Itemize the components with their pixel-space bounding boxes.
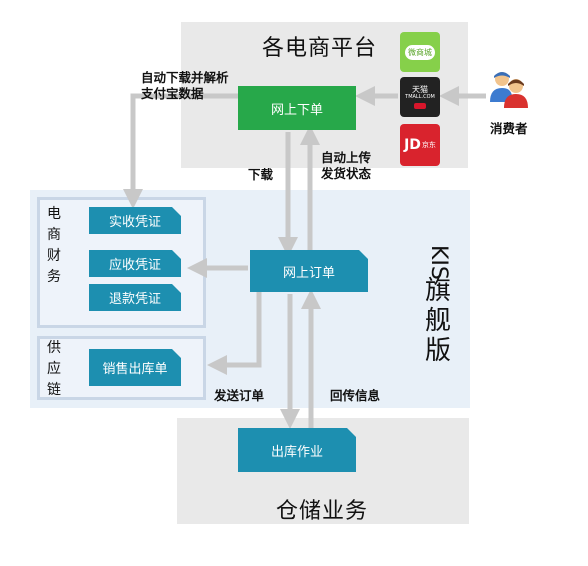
- wechat-bubble: 微商城: [405, 44, 435, 60]
- jd-icon: JD 京东: [400, 124, 440, 166]
- supply-label-char: 链: [47, 382, 61, 398]
- finance-label: 电 商 财 务: [45, 204, 63, 288]
- auto-upload-line: 自动上传: [321, 150, 372, 165]
- supply-label-char: 应: [47, 361, 61, 377]
- online-order-box: 网上下单: [238, 86, 356, 130]
- send-order-label: 发送订单: [214, 388, 265, 403]
- auto-upload-line: 发货状态: [321, 166, 372, 181]
- warehouse-outbound-box: 出库作业: [238, 428, 356, 472]
- auto-download-line: 支付宝数据: [141, 86, 204, 101]
- finance-item-received: 实收凭证: [89, 207, 181, 234]
- finance-label-char: 电: [47, 206, 61, 222]
- platforms-title: 各电商平台: [262, 36, 378, 61]
- kis-title-part: 版: [424, 336, 451, 366]
- arrow-order-to-supply: [207, 292, 262, 375]
- finance-item-receivable: 应收凭证: [89, 250, 181, 277]
- jd-sub: 京东: [421, 141, 436, 149]
- finance-label-char: 务: [47, 269, 61, 285]
- finance-label-char: 财: [47, 248, 61, 264]
- auto-download-label: 自动下载并解析 支付宝数据: [141, 70, 229, 102]
- tmall-icon: 天猫 TMALL.COM: [400, 77, 440, 117]
- tmall-label: 天猫: [412, 85, 428, 94]
- return-info-label: 回传信息: [330, 388, 381, 403]
- warehouse-title: 仓储业务: [276, 499, 369, 524]
- kis-online-order-box: 网上订单: [250, 250, 368, 292]
- kis-title-part: 旗: [424, 276, 451, 306]
- kis-title: KIS 旗 舰 版: [422, 245, 454, 366]
- auto-upload-label: 自动上传 发货状态: [321, 150, 371, 182]
- supply-label: 供 应 链: [45, 338, 63, 401]
- consumer-label: 消费者: [490, 121, 528, 136]
- arrow-order-to-finance: [123, 93, 238, 209]
- download-label: 下载: [248, 167, 274, 182]
- tmall-sub: TMALL.COM: [405, 94, 435, 100]
- finance-item-refund: 退款凭证: [89, 284, 181, 311]
- auto-download-line: 自动下载并解析: [141, 70, 229, 85]
- finance-label-char: 商: [47, 227, 61, 243]
- kis-title-part: 舰: [424, 306, 451, 336]
- consumer-icon: [490, 72, 528, 108]
- wechat-store-icon: 微商城: [400, 32, 440, 72]
- supply-item-sales-outbound: 销售出库单: [89, 349, 181, 386]
- supply-label-char: 供: [47, 340, 61, 356]
- jd-label: JD: [404, 137, 421, 153]
- tmall-mark: [414, 103, 426, 109]
